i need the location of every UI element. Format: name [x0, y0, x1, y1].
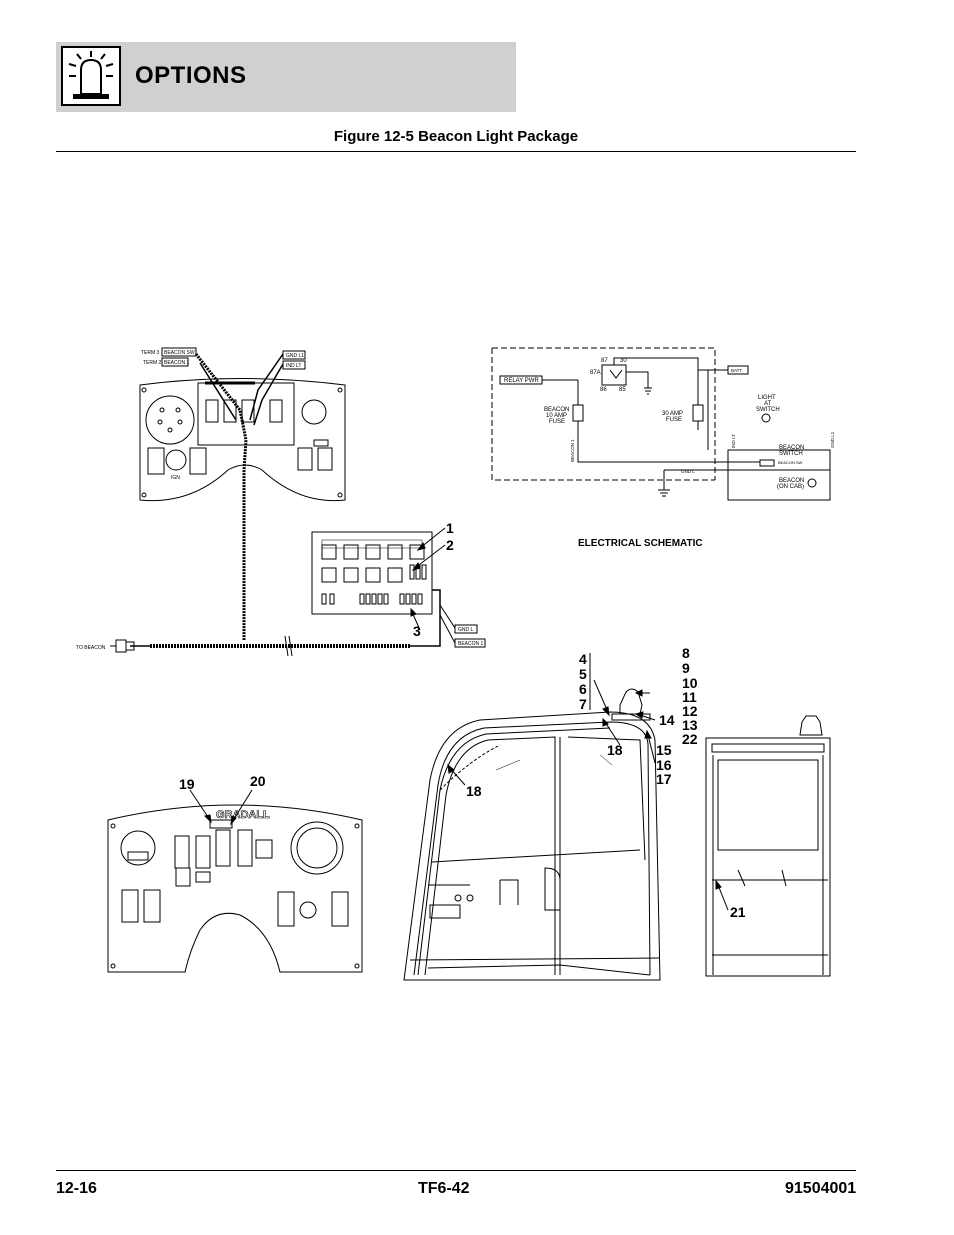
cab-side-view	[403, 688, 661, 981]
pin30-label: 30	[620, 358, 627, 364]
beacon1-vertical-label: BEACON 1	[570, 439, 575, 462]
pin85-label: 85	[619, 387, 626, 393]
beacon1-tag-top: BEACON 1	[164, 360, 190, 366]
main-fuse-l2: FUSE	[666, 417, 682, 423]
callout-18-lower: 18	[466, 783, 482, 799]
cab-front-view	[705, 715, 831, 977]
pin87-label: 87	[601, 358, 608, 364]
gnd-l1-tag: GND L1	[286, 353, 304, 359]
beacon-fuse-l2: 10 AMP	[546, 413, 567, 419]
main-fuse-l1: 30 AMP	[662, 411, 683, 417]
header-rule	[56, 151, 856, 152]
callout-6: 6	[579, 681, 587, 697]
footer-rule	[56, 1170, 856, 1171]
light-at-switch-l2: AT	[764, 401, 772, 407]
callout-20: 20	[250, 773, 266, 789]
callout-3: 3	[413, 623, 421, 639]
light-at-switch-l1: LIGHT	[758, 395, 776, 401]
batt-label: BATT	[731, 368, 742, 373]
callout-8: 8	[682, 645, 690, 661]
callout-4: 4	[579, 651, 587, 667]
gnd-l1-vertical-label: GND L1	[830, 431, 835, 448]
gnd-l-sch-label: GND L	[681, 469, 695, 474]
beacon-fuse-l3: FUSE	[549, 419, 565, 425]
callout-17: 17	[656, 771, 672, 787]
callout-10: 10	[682, 675, 698, 691]
page-number: 12-16	[56, 1180, 97, 1197]
callout-22: 22	[682, 731, 698, 747]
model-number: TF6-42	[418, 1180, 470, 1197]
beacon-switch-l1: BEACON	[779, 445, 804, 451]
relay-pwr-label: RELAY PWR	[504, 378, 539, 384]
callout-12: 12	[682, 703, 698, 719]
callout-15: 15	[656, 742, 672, 758]
term3-label: TERM 3	[141, 350, 160, 356]
ind-lt-tag: IND LT	[286, 363, 301, 369]
beacon-fuse-l1: BEACON	[544, 407, 569, 413]
fuse-relay-panel	[311, 531, 433, 615]
section-header-band	[56, 42, 516, 112]
ign-label: IGN	[171, 475, 180, 481]
callout-21: 21	[730, 904, 746, 920]
term2-label: TERM 2	[143, 360, 162, 366]
beacon-on-cab-l2: (ON CAB)	[777, 484, 804, 490]
control-panel-bottom	[107, 804, 363, 973]
beacon-light-icon	[61, 46, 121, 106]
beacon-switch-l2: SWITCH	[779, 451, 803, 457]
callout-18-upper: 18	[607, 742, 623, 758]
pin87a-label: 87A	[590, 370, 601, 376]
beacon-sw-small-label: BEACON SW	[778, 460, 803, 465]
callout-5: 5	[579, 666, 587, 682]
callout-7: 7	[579, 696, 587, 712]
light-at-switch-l3: SWITCH	[756, 407, 780, 413]
to-beacon-label: TO BEACON	[76, 645, 106, 651]
gradall-logo: GRADALL	[216, 809, 270, 821]
callout-19: 19	[179, 776, 195, 792]
part-number: 91504001	[785, 1180, 857, 1197]
pin86-label: 86	[600, 387, 607, 393]
electrical-schematic-title: ELECTRICAL SCHEMATIC	[578, 538, 703, 549]
callout-16: 16	[656, 757, 672, 773]
beacon-on-cab-l1: BEACON	[779, 478, 804, 484]
section-title: OPTIONS	[135, 62, 247, 89]
callout-11: 11	[682, 689, 697, 705]
callout-1: 1	[446, 520, 454, 536]
beacon-sw-tag: BEACON SW	[164, 350, 195, 356]
electrical-schematic	[491, 347, 831, 501]
callout-13: 13	[682, 717, 698, 733]
ind-lt-vertical-label: IND LT	[731, 434, 736, 448]
beacon1-tag-bottom: BEACON 1	[458, 641, 484, 647]
callout-9: 9	[682, 660, 690, 676]
callout-14: 14	[659, 712, 675, 728]
gnd-l-tag: GND L	[458, 627, 474, 633]
figure-title: Figure 12-5 Beacon Light Package	[333, 128, 579, 145]
callout-2: 2	[446, 537, 454, 553]
control-panel-top	[139, 378, 346, 502]
